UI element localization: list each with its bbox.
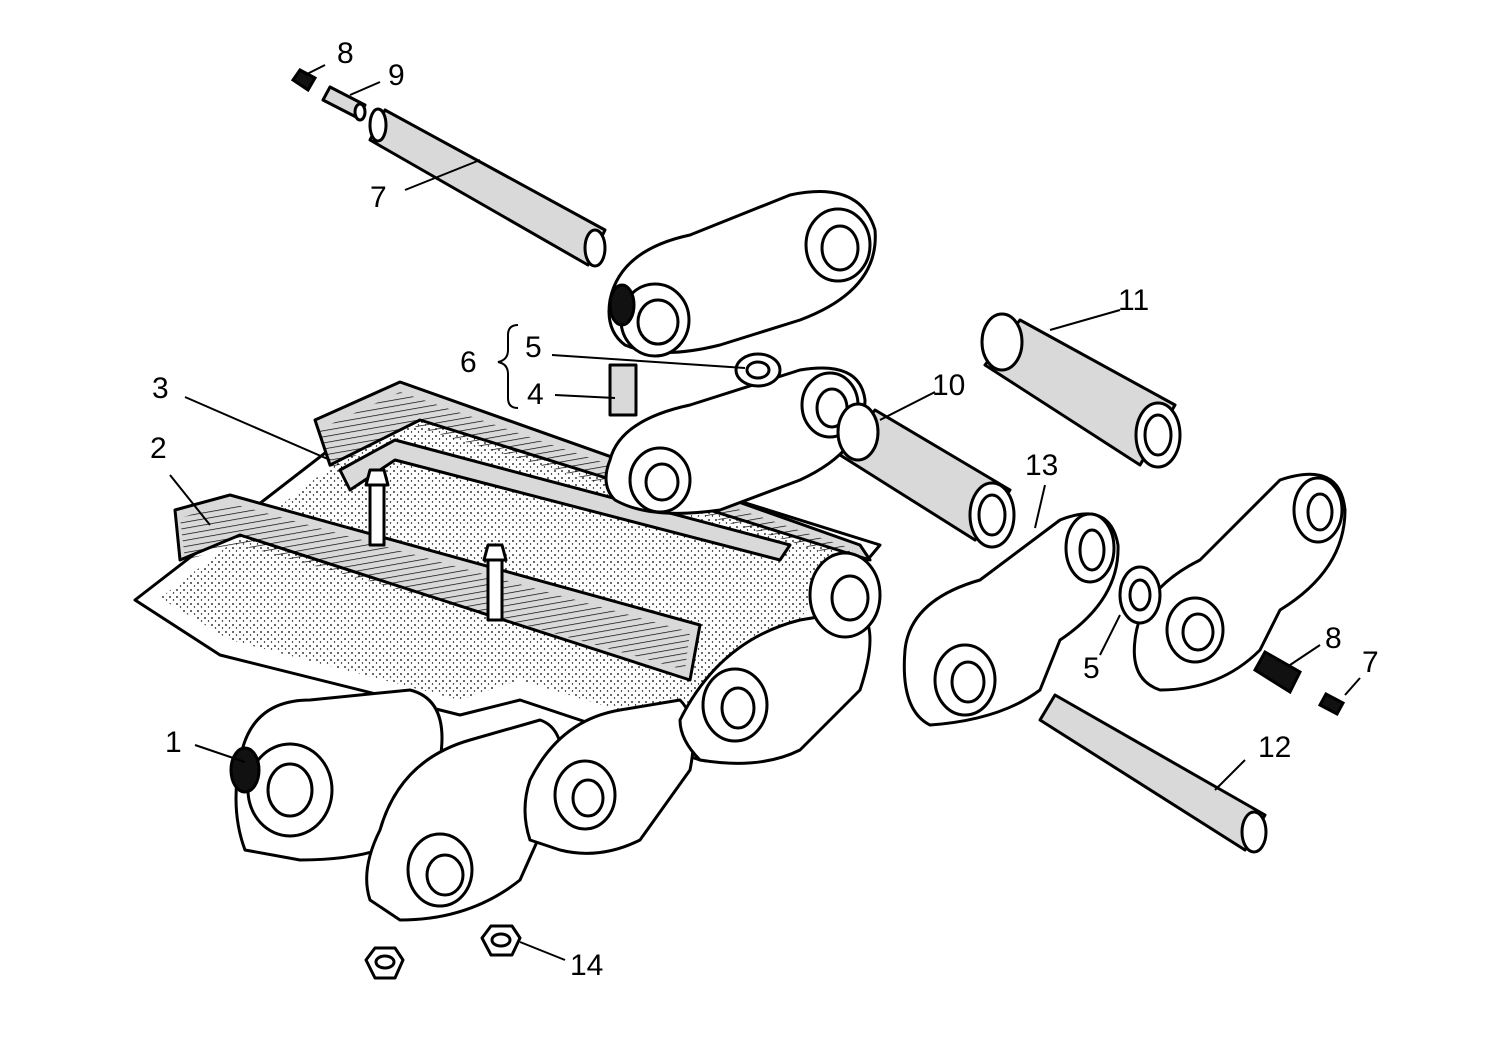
callout-7-right: 7 <box>1362 646 1379 679</box>
callout-13: 13 <box>1025 449 1058 482</box>
track-pin-12 <box>1038 693 1268 854</box>
seal-assembly <box>608 352 782 417</box>
track-shoe <box>133 380 882 762</box>
bushing-10 <box>836 402 1016 549</box>
leader-lines <box>169 64 1361 961</box>
seal-ring-5-right <box>1118 565 1162 625</box>
right-link-left <box>902 512 1120 727</box>
lower-track-links <box>229 551 882 922</box>
callout-7-top: 7 <box>370 181 387 214</box>
callout-8-right: 8 <box>1325 622 1342 655</box>
callout-labels: 1 2 3 4 5 5 6 7 7 8 8 9 10 11 12 13 14 <box>150 37 1379 982</box>
callout-4: 4 <box>527 378 544 411</box>
callout-12: 12 <box>1258 731 1291 764</box>
plug-7-right <box>1317 691 1346 717</box>
callout-14: 14 <box>570 949 603 982</box>
nut-right <box>480 924 522 957</box>
middle-link <box>604 366 867 515</box>
callout-5-right: 5 <box>1083 652 1100 685</box>
nut-left <box>364 946 405 980</box>
callout-10: 10 <box>932 369 965 402</box>
callout-9: 9 <box>388 59 405 92</box>
callout-8-top: 8 <box>337 37 354 70</box>
callout-5-top: 5 <box>525 331 542 364</box>
upper-link <box>607 190 877 358</box>
bushing-11 <box>980 312 1182 469</box>
callout-11: 11 <box>1118 284 1149 317</box>
callout-2: 2 <box>150 432 167 465</box>
callout-6: 6 <box>460 346 477 379</box>
plug-8-top <box>290 68 318 93</box>
bushing-9 <box>321 85 367 122</box>
callout-3: 3 <box>152 372 169 405</box>
plug-8-right <box>1252 649 1302 695</box>
callout-1: 1 <box>165 726 182 759</box>
track-pin-upper <box>368 107 607 268</box>
right-link-right <box>1132 472 1347 692</box>
